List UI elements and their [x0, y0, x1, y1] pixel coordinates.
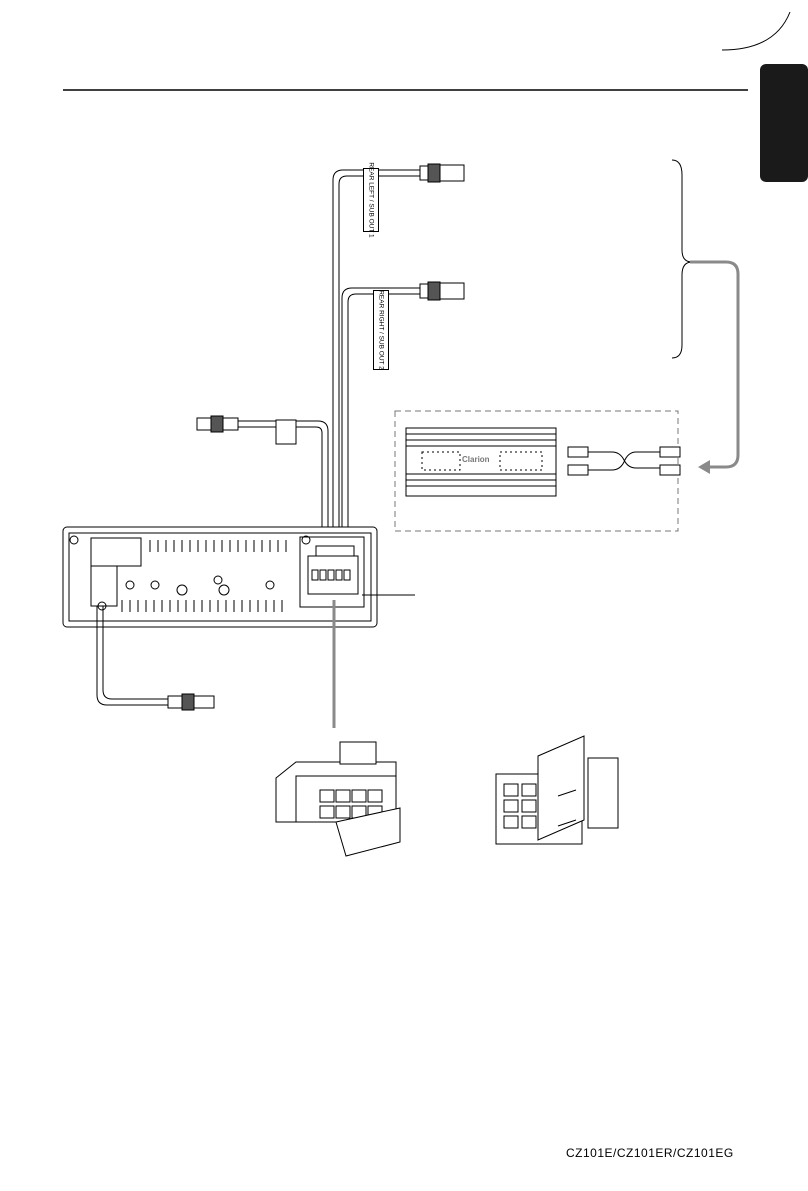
aux-plug: [168, 694, 214, 710]
rca-y-cable: [568, 447, 680, 475]
rear-right-label: REAR RIGHT / SUB OUT 2: [373, 290, 389, 370]
rear-left-text: REAR LEFT / SUB OUT 1: [368, 162, 375, 237]
rear-right-text: REAR RIGHT / SUB OUT 2: [378, 290, 385, 370]
gray-arrow: [690, 262, 738, 467]
rca-plug-lower: [420, 282, 464, 300]
corner-mark: [722, 12, 790, 50]
rear-left-label: REAR LEFT / SUB OUT 1: [363, 168, 379, 232]
rca-plug-upper: [420, 164, 464, 182]
arrow-head: [698, 460, 710, 474]
iso-connector-female: [276, 742, 400, 856]
antenna-clip: [276, 420, 296, 444]
antenna-plug: [197, 416, 238, 432]
iso-connector-male: [496, 736, 618, 844]
amplifier-brand: Clarion: [462, 455, 490, 464]
model-number: CZ101E/CZ101ER/CZ101EG: [566, 1146, 734, 1160]
bracket: [672, 160, 692, 358]
side-tab: [760, 64, 808, 182]
